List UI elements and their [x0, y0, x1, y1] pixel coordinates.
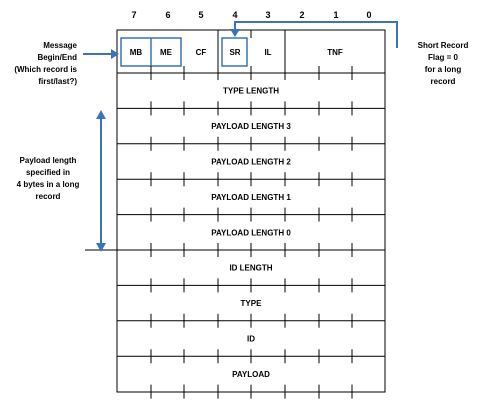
bit-header-5: 5	[198, 10, 203, 20]
payload-length-annotation: Payload length specified in 4 bytes in a…	[17, 110, 106, 252]
annotation-pl-line-4: record	[36, 192, 61, 201]
field-me: ME	[160, 48, 173, 57]
payload-length-arrow-bottom	[96, 243, 106, 252]
row-label: PAYLOAD LENGTH 0	[211, 228, 291, 237]
header-byte: MB ME CF SR IL TNF	[120, 30, 343, 73]
annotation-sr-line-4: record	[431, 77, 456, 86]
annotation-pl-line-2: specified in	[26, 168, 70, 177]
byte-rows: TYPE LENGTH PAYLOAD LENGTH 3 PAYLOAD LENGT…	[85, 66, 385, 399]
annotation-mbe-line-2: Begin/End	[37, 53, 77, 62]
row-label: ID LENGTH	[229, 264, 272, 273]
bit-header-6: 6	[165, 10, 170, 20]
annotation-mbe-line-3: (Which record is	[14, 65, 77, 74]
annotation-pl-line-1: Payload length	[20, 156, 77, 165]
field-tnf: TNF	[327, 48, 343, 57]
annotation-sr-line-1: Short Record	[418, 41, 469, 50]
row-label: ID	[247, 335, 255, 344]
annotation-mbe-line-1: Message	[43, 41, 77, 50]
row-label: PAYLOAD LENGTH 3	[211, 122, 291, 131]
annotation-mbe-line-4: first/last?)	[38, 77, 77, 86]
arrow-to-mb-head	[111, 49, 119, 59]
sr-callout-arrow-head	[230, 29, 240, 37]
bit-header-7: 7	[131, 10, 136, 20]
bit-header-2: 2	[299, 10, 304, 20]
bit-header-0: 0	[366, 10, 371, 20]
field-cf: CF	[196, 48, 207, 57]
row-label: PAYLOAD	[232, 370, 270, 379]
short-record-annotation: Short Record Flag = 0 for a long record	[230, 21, 469, 86]
row-label: TYPE	[241, 299, 263, 308]
field-sr: SR	[229, 48, 240, 57]
payload-length-arrow-top	[96, 110, 106, 119]
row-label: PAYLOAD LENGTH 1	[211, 193, 291, 202]
bit-header-4: 4	[232, 10, 237, 20]
annotation-sr-line-2: Flag = 0	[428, 53, 459, 62]
row-label: TYPE LENGTH	[223, 87, 279, 96]
sr-highlight-box	[221, 37, 248, 67]
bit-header-1: 1	[333, 10, 338, 20]
row-label: PAYLOAD LENGTH 2	[211, 158, 291, 167]
field-mb: MB	[130, 48, 143, 57]
bit-header-3: 3	[265, 10, 270, 20]
field-il: IL	[264, 48, 271, 57]
sr-callout-line	[234, 21, 398, 48]
annotation-sr-line-3: for a long	[425, 65, 462, 74]
message-begin-end-annotation: Message Begin/End (Which record is first…	[14, 41, 119, 86]
annotation-pl-line-3: 4 bytes in a long	[17, 180, 80, 189]
bit-headers: 7 6 5 4 3 2 1 0	[131, 10, 371, 20]
